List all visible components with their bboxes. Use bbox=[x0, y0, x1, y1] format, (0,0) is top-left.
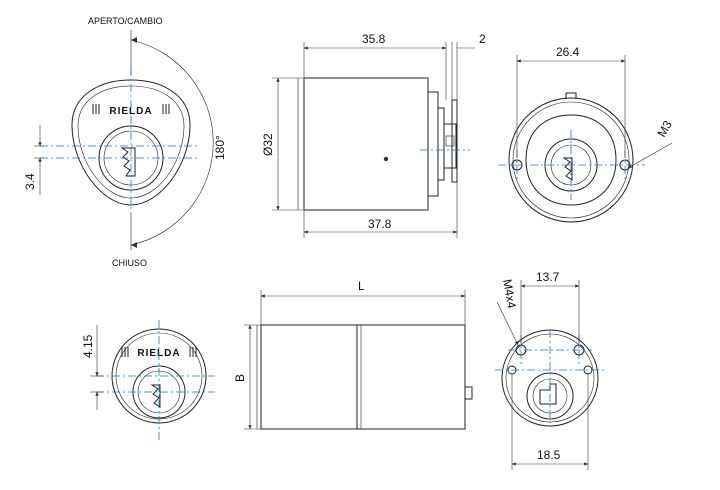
front-view-top: RIELDA 3.4 APERTO/CAMBIO CHIUSO 180° bbox=[23, 16, 227, 268]
dim-length-top: 35.8 bbox=[362, 32, 386, 46]
rear-view-top: 26.4 M3 bbox=[498, 45, 675, 223]
label-closed: CHIUSO bbox=[112, 258, 147, 268]
dim-thread-top: M3 bbox=[654, 118, 675, 140]
dim-width-bottom: 18.5 bbox=[537, 448, 561, 462]
dim-height-bottom: B bbox=[233, 374, 247, 382]
front-view-bottom: RIELDA 4.15 bbox=[81, 320, 215, 440]
dim-overall-top: 37.8 bbox=[368, 217, 392, 231]
dim-hole-spacing-top: 26.4 bbox=[556, 45, 580, 59]
brand-logo-bottom: RIELDA bbox=[137, 348, 180, 359]
brand-logo-top: RIELDA bbox=[109, 106, 152, 117]
dim-rotation: 180° bbox=[213, 135, 227, 160]
dim-diameter: Ø32 bbox=[261, 133, 275, 156]
dim-thread-bottom: M4x4 bbox=[500, 278, 519, 310]
dim-offset-bottom: 4.15 bbox=[81, 334, 95, 358]
rear-view-bottom: 13.7 18.5 M4x4 bbox=[495, 270, 605, 470]
dim-flange: 2 bbox=[479, 32, 486, 46]
rotation-arc bbox=[130, 39, 214, 246]
dim-offset-top: 3.4 bbox=[23, 173, 37, 190]
side-view-top: 35.8 2 37.8 Ø32 bbox=[261, 32, 486, 238]
dim-length-bottom: L bbox=[358, 279, 365, 293]
label-open-change: APERTO/CAMBIO bbox=[88, 16, 163, 26]
side-view-bottom: L B bbox=[233, 279, 473, 430]
dim-hole-spacing-bottom: 13.7 bbox=[536, 270, 560, 284]
